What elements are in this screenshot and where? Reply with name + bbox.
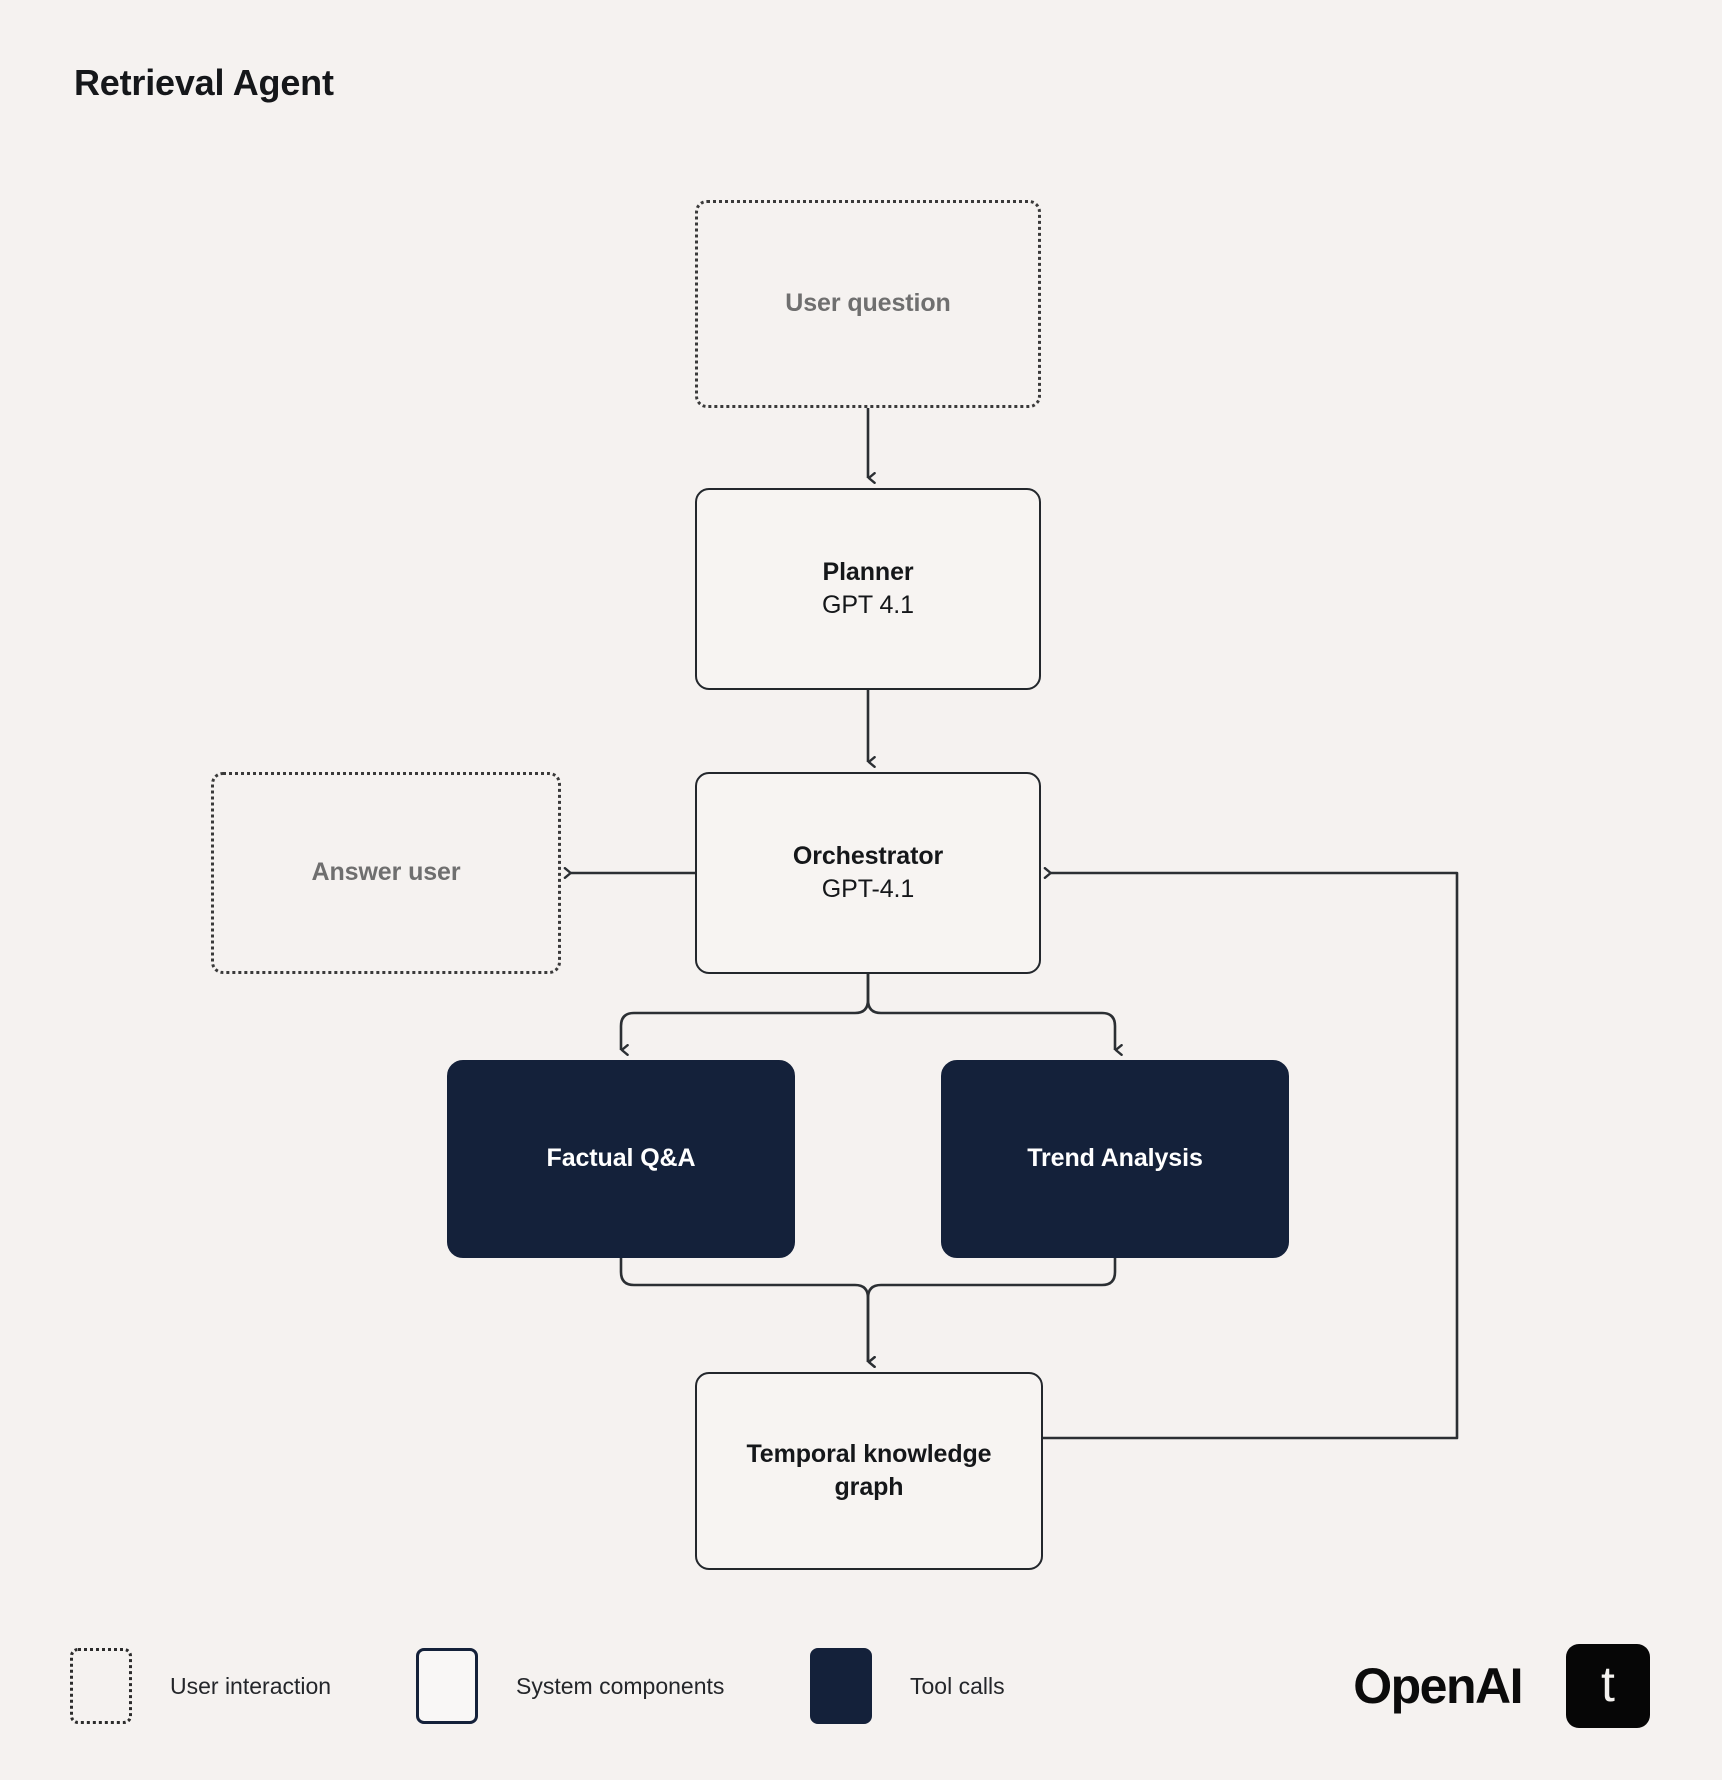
legend: User interaction System components Tool … [70,1638,1650,1734]
node-trend-analysis-label: Trend Analysis [1027,1144,1203,1173]
legend-label-system-components: System components [516,1672,725,1699]
node-planner[interactable]: Planner GPT 4.1 [695,488,1041,690]
edge-orchestrator-to-trend-analysis [866,974,1123,1056]
node-user-question[interactable]: User question [695,200,1041,408]
legend-label-user-interaction: User interaction [170,1672,332,1699]
node-orchestrator[interactable]: Orchestrator GPT-4.1 [695,772,1041,974]
node-temporal-knowledge-graph-label-line2: graph [834,1473,904,1501]
legend-item-system-components: System components [416,1638,724,1734]
node-trend-analysis[interactable]: Trend Analysis [941,1060,1289,1258]
legend-label-tool-calls: Tool calls [910,1672,1005,1699]
edge-trend-analysis-to-temporal-kg [866,1258,1117,1368]
legend-swatch-outline-icon [416,1648,478,1724]
node-planner-model: GPT 4.1 [822,591,914,619]
page-title: Retrieval Agent [74,62,334,103]
legend-swatch-dotted-icon [70,1648,132,1724]
node-user-question-label: User question [785,289,951,318]
node-temporal-knowledge-graph-label-line1: Temporal knowledge [746,1439,992,1468]
node-answer-user[interactable]: Answer user [211,772,561,974]
legend-item-user-interaction: User interaction [70,1638,331,1734]
node-orchestrator-model: GPT-4.1 [821,875,915,903]
node-planner-label: Planner [822,557,914,586]
node-answer-user-label: Answer user [311,858,461,887]
brand-logos: OpenAI t [1353,1638,1650,1734]
node-temporal-knowledge-graph[interactable]: Temporal knowledge graph [695,1372,1043,1570]
node-factual-qa-label: Factual Q&A [546,1144,696,1173]
openai-logo: OpenAI [1353,1658,1523,1714]
partner-logo-glyph: t [1601,1656,1615,1712]
legend-item-tool-calls: Tool calls [810,1638,1005,1734]
legend-swatch-filled-icon [810,1648,872,1724]
edge-factual-qa-to-temporal-kg [619,1258,876,1368]
node-factual-qa[interactable]: Factual Q&A [447,1060,795,1258]
node-orchestrator-label: Orchestrator [792,841,944,870]
partner-logo-icon: t [1566,1644,1650,1728]
edge-orchestrator-to-factual-qa [619,974,870,1056]
